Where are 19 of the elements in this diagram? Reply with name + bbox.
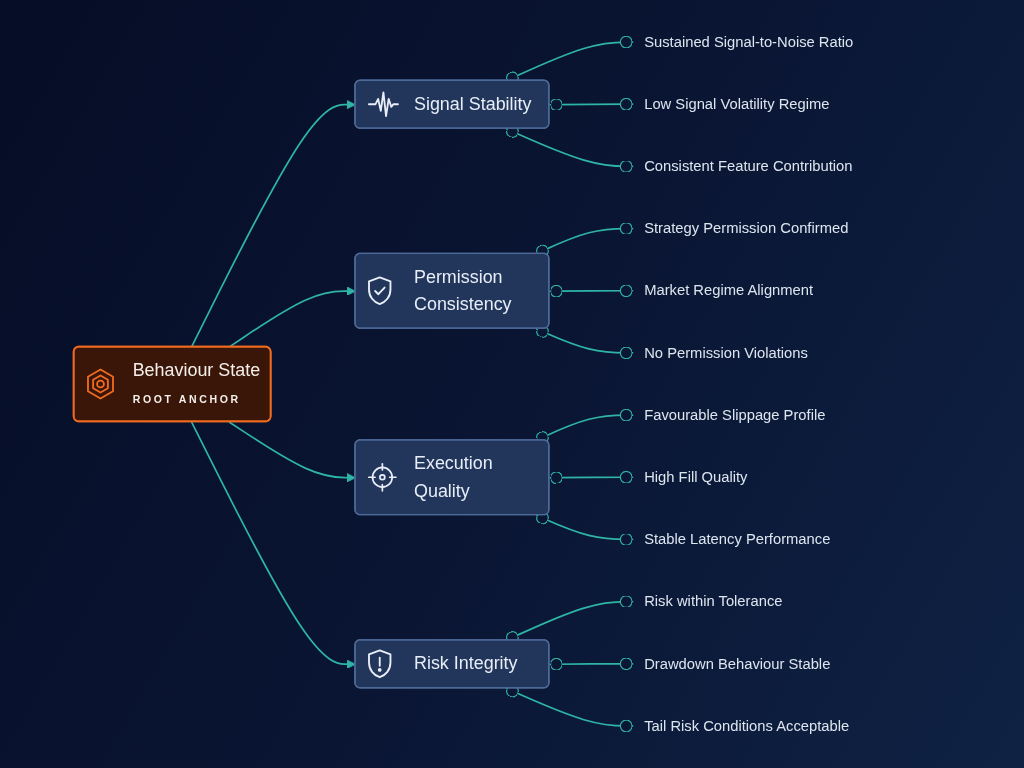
connector xyxy=(548,470,634,485)
node-text: Market Regime Alignment xyxy=(644,281,814,299)
node-text: Strategy Permission Confirmed xyxy=(644,219,849,237)
connector xyxy=(548,284,634,298)
node-text: Tail Risk Conditions Acceptable xyxy=(644,717,850,734)
node-text: Risk within Tolerance xyxy=(644,592,783,610)
connector xyxy=(535,325,634,360)
node-text: Favourable Slippage Profile xyxy=(644,406,826,423)
connector xyxy=(548,657,634,671)
node-text: Stable Latency Performance xyxy=(644,530,831,548)
node-text: No Permission Violations xyxy=(644,343,808,361)
connector xyxy=(535,511,634,546)
node-text: High Fill Quality xyxy=(644,468,748,486)
node-text: Low Signal Volatility Regime xyxy=(644,95,830,113)
connector xyxy=(548,97,634,111)
connector xyxy=(535,408,634,444)
node-text: Consistent Feature Contribution xyxy=(644,157,853,175)
node-text: Sustained Signal-to-Noise Ratio xyxy=(644,33,854,50)
node-text: Drawdown Behaviour Stable xyxy=(644,654,831,672)
